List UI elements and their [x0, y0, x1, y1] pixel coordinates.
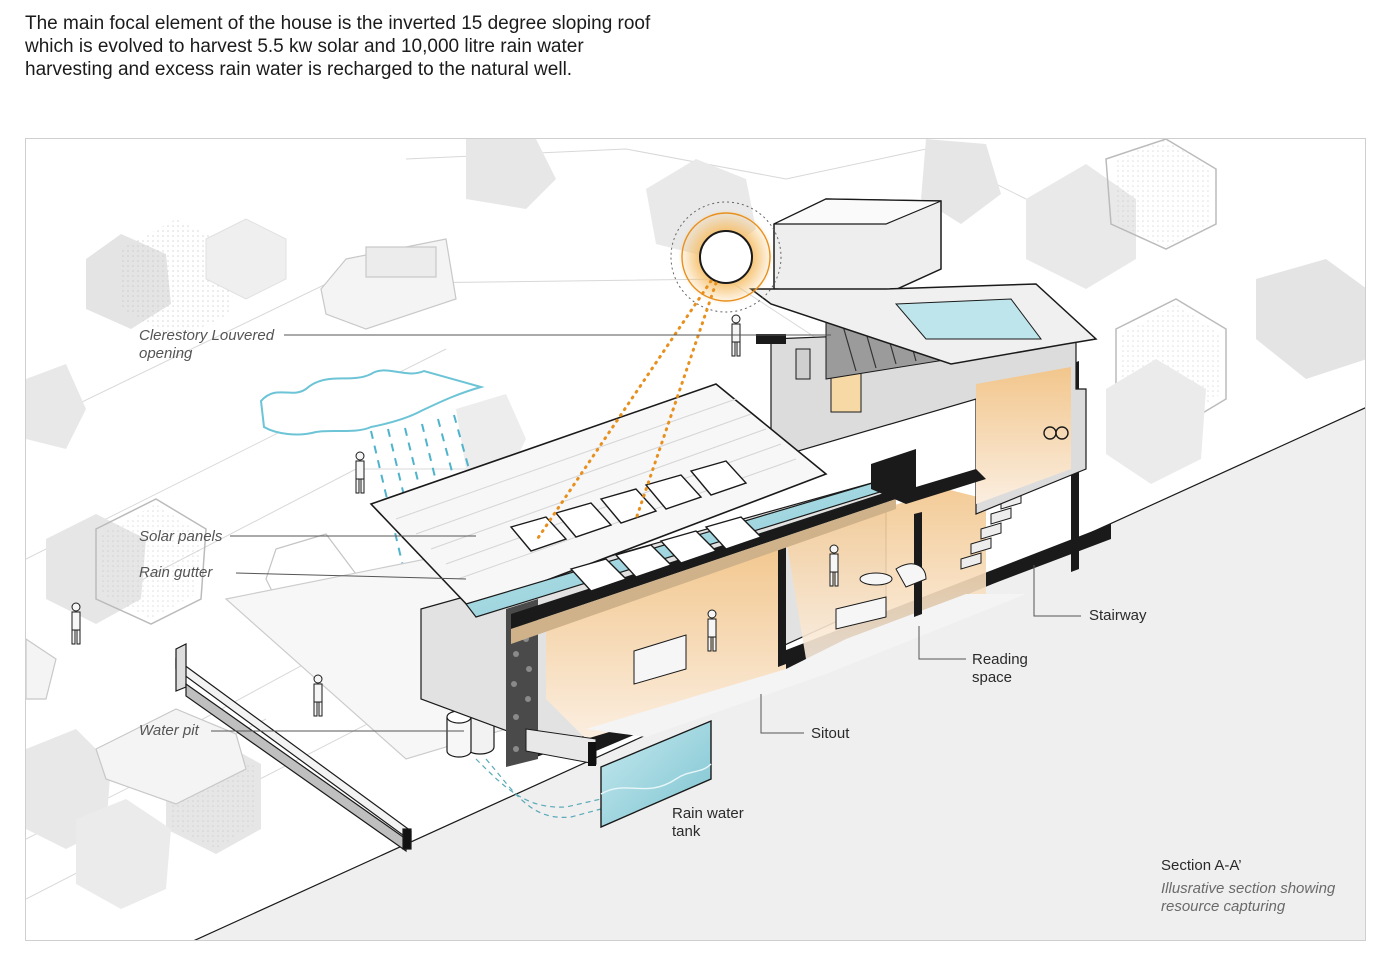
reading-space-label-line1: Reading [972, 651, 1028, 668]
leader-lines [211, 334, 1081, 734]
section-drawing [26, 139, 1365, 940]
context-vehicles [26, 238, 457, 805]
reading-space-label: Reading space [972, 651, 1028, 687]
description-line: The main focal element of the house is t… [25, 13, 651, 34]
rain-water-tank [600, 719, 712, 829]
stairway-label: Stairway [1089, 607, 1147, 624]
clerestory-label-line1: Clerestory Louvered [139, 327, 275, 344]
rain-water-tank-label-line1: Rain water [672, 805, 744, 822]
clerestory-label: Clerestory Louvered opening [139, 327, 274, 363]
section-subtitle-line1: Illusrative section showing [1161, 880, 1336, 897]
solar-panels-label: Solar panels [139, 528, 223, 545]
section-title: Section A-A’ [1161, 857, 1242, 874]
section-drawing-frame: Clerestory Louvered opening Solar panels… [25, 138, 1366, 941]
human-figures [71, 314, 839, 717]
water-pit-label: Water pit [139, 722, 199, 739]
rain-gutter-label: Rain gutter [139, 564, 213, 581]
rain-water-tank-label-line2: tank [672, 823, 701, 840]
reading-space-label-line2: space [972, 669, 1013, 686]
description-line: which is evolved to harvest 5.5 kw solar… [25, 36, 584, 57]
house-section [369, 198, 1111, 767]
sun-rays [534, 279, 718, 543]
rain-water-tank-label: Rain water tank [672, 805, 744, 841]
sitout-label: Sitout [811, 725, 850, 742]
clerestory-label-line2: opening [139, 345, 193, 362]
description-text: The main focal element of the house is t… [25, 12, 745, 81]
description-line: harvesting and excess rain water is rech… [25, 59, 573, 80]
section-subtitle: Illusrative section showing resource cap… [1161, 880, 1335, 916]
section-subtitle-line2: resource capturing [1161, 898, 1286, 915]
sun-icon [670, 201, 782, 313]
rain-cloud [259, 369, 485, 436]
